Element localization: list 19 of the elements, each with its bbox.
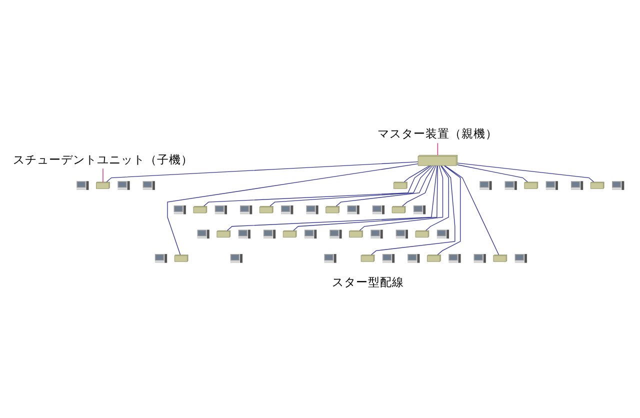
connector — [226, 165, 438, 231]
connector — [270, 165, 433, 206]
connector — [404, 165, 430, 182]
connector — [437, 142, 438, 156]
node-text: スチューデントユニット（子機） — [12, 152, 193, 166]
connector — [457, 164, 528, 182]
label: スター型配線 — [332, 275, 404, 290]
connector — [402, 165, 436, 206]
connector — [293, 165, 438, 231]
connector — [167, 164, 418, 256]
connector — [102, 168, 104, 182]
connector — [203, 165, 432, 206]
connector — [336, 165, 435, 206]
connector — [106, 162, 418, 182]
connector — [359, 165, 444, 231]
connector — [444, 165, 500, 256]
node-text: マスター装置（親機） — [378, 126, 498, 141]
connector — [457, 162, 594, 182]
connector — [426, 165, 449, 231]
